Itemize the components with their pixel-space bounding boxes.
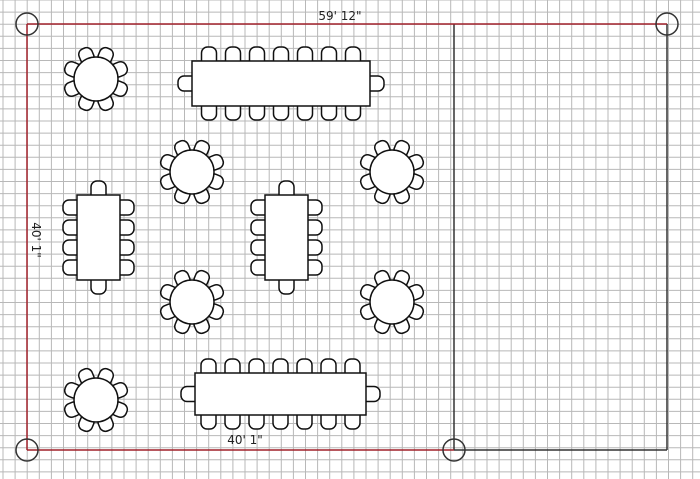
height-dimension-label: 40' 1" (29, 222, 43, 258)
banquet-table-top (76, 194, 121, 281)
width-dimension-label: 59' 12" (318, 9, 361, 23)
round-table (359, 269, 425, 335)
corner-handle (15, 12, 39, 36)
corner-handle (442, 438, 466, 462)
corner-handle (655, 12, 679, 36)
corner-handle (15, 438, 39, 462)
round-table (63, 46, 129, 112)
tables-layer (62, 46, 425, 433)
round-table-top (369, 279, 415, 325)
round-table-top (73, 56, 119, 102)
banquet-table-top (264, 194, 309, 281)
round-table-top (73, 377, 119, 423)
round-table-top (169, 149, 215, 195)
round-table (159, 139, 225, 205)
round-table-top (169, 279, 215, 325)
room-walls (15, 12, 679, 462)
banquet-table-horizontal (177, 46, 385, 121)
round-table (359, 139, 425, 205)
banquet-table-vertical (62, 180, 135, 295)
banquet-table-top (194, 372, 367, 416)
banquet-table-top (191, 60, 371, 107)
round-table (159, 269, 225, 335)
round-table (63, 367, 129, 433)
banquet-table-horizontal (180, 358, 381, 430)
banquet-table-vertical (250, 180, 323, 295)
round-table-top (369, 149, 415, 195)
inner-width-dimension-label: 40' 1" (227, 433, 263, 447)
